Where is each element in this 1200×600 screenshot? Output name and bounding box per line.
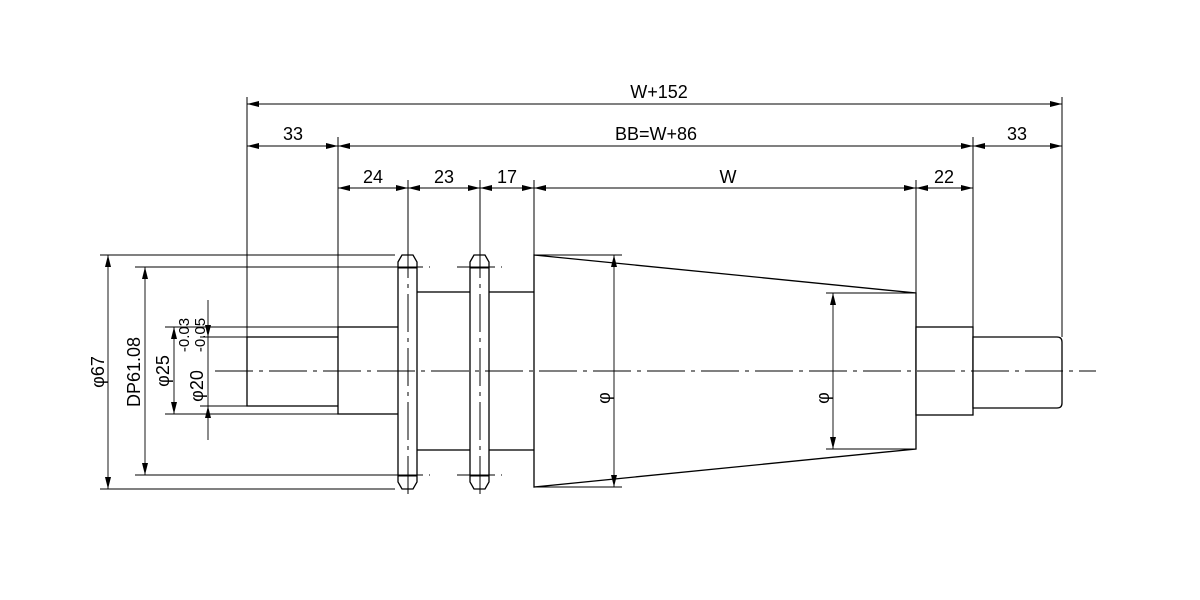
dim-phi20-tol-upper: -0.03: [176, 318, 193, 352]
dim-phi67: φ67: [88, 255, 111, 489]
dim-bb-label: BB=W+86: [615, 124, 697, 144]
dim-phi20-label: φ20: [187, 370, 207, 402]
dim-cone-big-label: φ: [594, 392, 614, 404]
dim-overall-label: W+152: [630, 82, 688, 102]
dim-cone-big: φ: [534, 254, 622, 488]
dim-row-3: 24 23 17 W 22: [338, 167, 973, 191]
dim-17-label: 17: [497, 167, 517, 187]
dim-22-label: 22: [934, 167, 954, 187]
dim-overall: W+152: [247, 82, 1062, 107]
dim-w-label: W: [720, 167, 737, 187]
dim-cone-small-label: φ: [813, 392, 833, 404]
dim-phi20: φ20 -0.03 -0.05: [176, 300, 211, 440]
dim-dp-label: DP61.08: [124, 337, 144, 407]
extension-lines: [246, 97, 1063, 337]
dim-phi20-tol-lower: -0.05: [192, 318, 209, 352]
roller-body: [246, 254, 1063, 490]
right-shaft-end: [972, 336, 1063, 409]
dim-right-end-label: 33: [1007, 124, 1027, 144]
dim-24-label: 24: [363, 167, 383, 187]
dim-left-end-label: 33: [283, 124, 303, 144]
dim-row-2: 33 BB=W+86 33: [247, 124, 1062, 149]
dim-cone-small: φ: [813, 292, 916, 450]
dim-23-label: 23: [434, 167, 454, 187]
dim-phi25-label: φ25: [153, 355, 173, 387]
dim-phi25: φ25: [153, 327, 177, 414]
dim-phi67-label: φ67: [88, 356, 108, 388]
dim-dp: DP61.08: [124, 267, 148, 475]
left-extension-lines: [100, 254, 395, 490]
